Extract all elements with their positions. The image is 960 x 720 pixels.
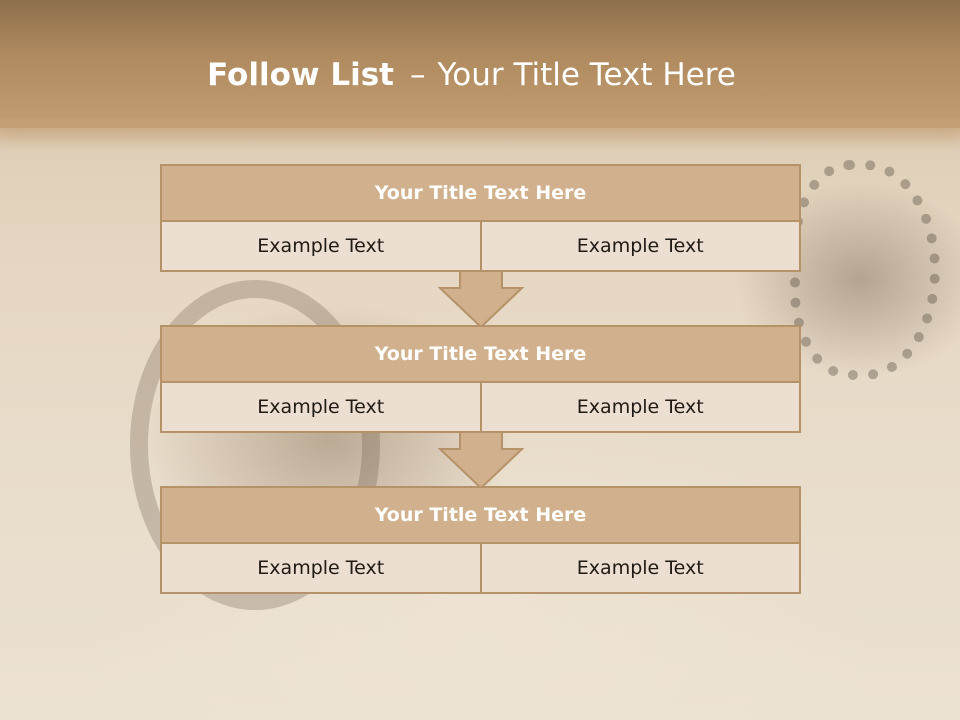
slide-title: Follow List–Your Title Text Here — [0, 52, 943, 98]
title-bar — [0, 0, 960, 128]
down-arrow-icon — [438, 431, 524, 489]
block-2-right-text: Example Text — [479, 383, 799, 431]
block-3-right-text: Example Text — [479, 544, 799, 592]
title-bar-fade — [0, 118, 960, 152]
list-block-2: Your Title Text Here Example Text Exampl… — [160, 325, 801, 433]
list-block-3: Your Title Text Here Example Text Exampl… — [160, 486, 801, 594]
block-title-1: Your Title Text Here — [162, 166, 799, 222]
slide-title-bold: Follow List — [207, 57, 394, 93]
block-row-3: Example Text Example Text — [162, 544, 799, 592]
block-1-left-text: Example Text — [162, 222, 480, 270]
down-arrow-icon — [438, 270, 524, 328]
block-3-left-text: Example Text — [162, 544, 480, 592]
block-row-2: Example Text Example Text — [162, 383, 799, 431]
block-2-left-text: Example Text — [162, 383, 480, 431]
block-title-2: Your Title Text Here — [162, 327, 799, 383]
list-block-1: Your Title Text Here Example Text Exampl… — [160, 164, 801, 272]
block-row-1: Example Text Example Text — [162, 222, 799, 270]
slide-title-rest: Your Title Text Here — [437, 57, 736, 93]
watch-chain-image — [790, 160, 940, 380]
slide-title-dash: – — [409, 57, 426, 93]
block-title-3: Your Title Text Here — [162, 488, 799, 544]
block-1-right-text: Example Text — [479, 222, 799, 270]
